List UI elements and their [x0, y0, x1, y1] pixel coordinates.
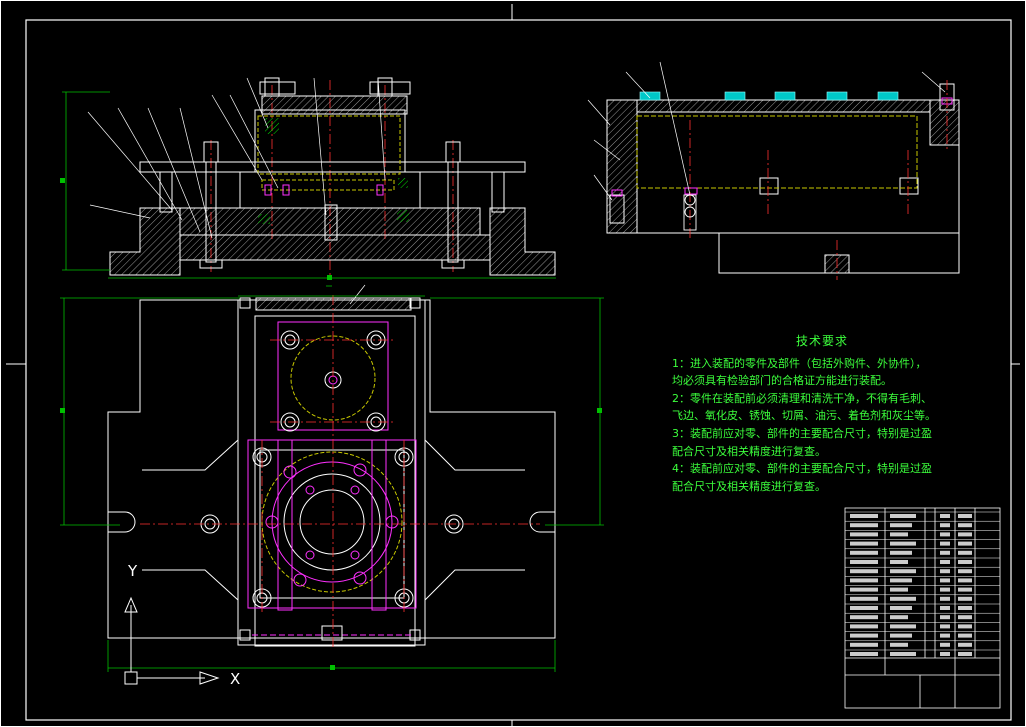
title-block-text-mark [890, 532, 908, 537]
title-block-text-mark [940, 550, 950, 555]
title-block-text-mark [958, 569, 972, 574]
title-block-text-mark [850, 642, 878, 647]
title-block-text-mark [890, 569, 916, 574]
title-block-text-mark [940, 560, 950, 564]
technical-requirements: 技术要求 1：进入装配的零件及部件（包括外购件、外协件）， 均必须具有检验部门的… [672, 333, 972, 495]
title-block-text-mark [850, 532, 878, 537]
ucs-x-label: X [230, 670, 241, 688]
title-block-text-mark [958, 532, 972, 537]
title-block-text-mark [890, 642, 908, 647]
requirement-line: 4：装配前应对零、部件的主要配合尺寸，特别是过盈 [672, 462, 932, 476]
title-block-text-mark [958, 523, 972, 528]
title-block-text-mark [940, 606, 950, 610]
title-block-text-mark [940, 587, 950, 592]
title-block-text-mark [958, 606, 972, 610]
title-block-text-mark [940, 615, 950, 620]
title-block-text-mark [850, 606, 878, 610]
title-block-text-mark [890, 633, 912, 638]
title-block-text-mark [958, 596, 972, 601]
technical-requirements-title: 技术要求 [795, 334, 848, 348]
title-block-text-mark [890, 541, 916, 546]
side-section-view [587, 61, 960, 280]
title-block-text-mark [958, 541, 972, 546]
title-block-text-mark [940, 514, 950, 518]
title-block-text-mark [958, 642, 972, 647]
title-block-text-mark [958, 578, 972, 583]
title-block-text-mark [940, 523, 950, 528]
requirement-line: 配合尺寸及相关精度进行复查。 [672, 444, 826, 458]
title-block-text-mark [850, 560, 878, 564]
title-block-text-mark [850, 633, 878, 638]
title-block-text-mark [940, 642, 950, 647]
title-block-text-mark [958, 615, 972, 620]
title-block-text-mark [890, 652, 916, 656]
title-block-text-mark [850, 514, 878, 518]
title-block-text-mark [890, 578, 912, 583]
title-block-text-mark [940, 624, 950, 629]
title-block-text-mark [890, 596, 916, 601]
requirement-line: 配合尺寸及相关精度进行复查。 [672, 479, 826, 493]
title-block-text-mark [958, 587, 972, 592]
plan-view [60, 284, 604, 672]
title-block-text-mark [940, 569, 950, 574]
title-block-text-mark [958, 560, 972, 564]
title-block-text-mark [850, 569, 878, 574]
title-block-text-mark [958, 624, 972, 629]
title-block-text-mark [850, 578, 878, 583]
title-block-text-mark [850, 615, 878, 620]
title-block-text-mark [940, 578, 950, 583]
title-block-text-mark [890, 606, 912, 610]
requirement-line: 飞边、氧化皮、锈蚀、切屑、油污、着色剂和灰尘等。 [672, 409, 936, 423]
ucs-icon [124, 596, 220, 685]
ucs-y-label: Y [128, 562, 138, 580]
title-block-text-mark [850, 523, 878, 528]
requirement-line: 均必须具有检验部门的合格证方能进行装配。 [672, 374, 892, 388]
title-block-text-mark [850, 587, 878, 592]
title-block [844, 507, 1001, 709]
title-block-text-mark [890, 615, 908, 620]
title-block-text-mark [890, 523, 912, 528]
title-block-text-mark [940, 541, 950, 546]
title-block-text-mark [890, 514, 916, 518]
requirement-line: 3：装配前应对零、部件的主要配合尺寸，特别是过盈 [672, 426, 932, 440]
title-block-text-mark [958, 633, 972, 638]
title-block-text-mark [850, 652, 878, 656]
front-section-view [60, 77, 556, 287]
title-block-text-mark [850, 541, 878, 546]
title-block-text-mark [940, 633, 950, 638]
requirement-line: 1：进入装配的零件及部件（包括外购件、外协件）， [672, 356, 927, 370]
title-block-text-mark [958, 550, 972, 555]
title-block-text-mark [940, 532, 950, 537]
title-block-text-mark [890, 560, 908, 564]
title-block-text-mark [850, 550, 878, 555]
title-block-text-mark [958, 652, 972, 656]
title-block-rows [845, 511, 1000, 656]
title-block-text-mark [940, 596, 950, 601]
title-block-text-mark [850, 624, 878, 629]
title-block-text-mark [890, 624, 916, 629]
title-block-text-mark [890, 550, 912, 555]
title-block-text-mark [958, 514, 972, 518]
title-block-text-mark [890, 587, 908, 592]
requirement-line: 2：零件在装配前必须清理和清洗干净，不得有毛刺、 [672, 391, 932, 405]
title-block-text-mark [940, 652, 950, 656]
title-block-text-mark [850, 596, 878, 601]
